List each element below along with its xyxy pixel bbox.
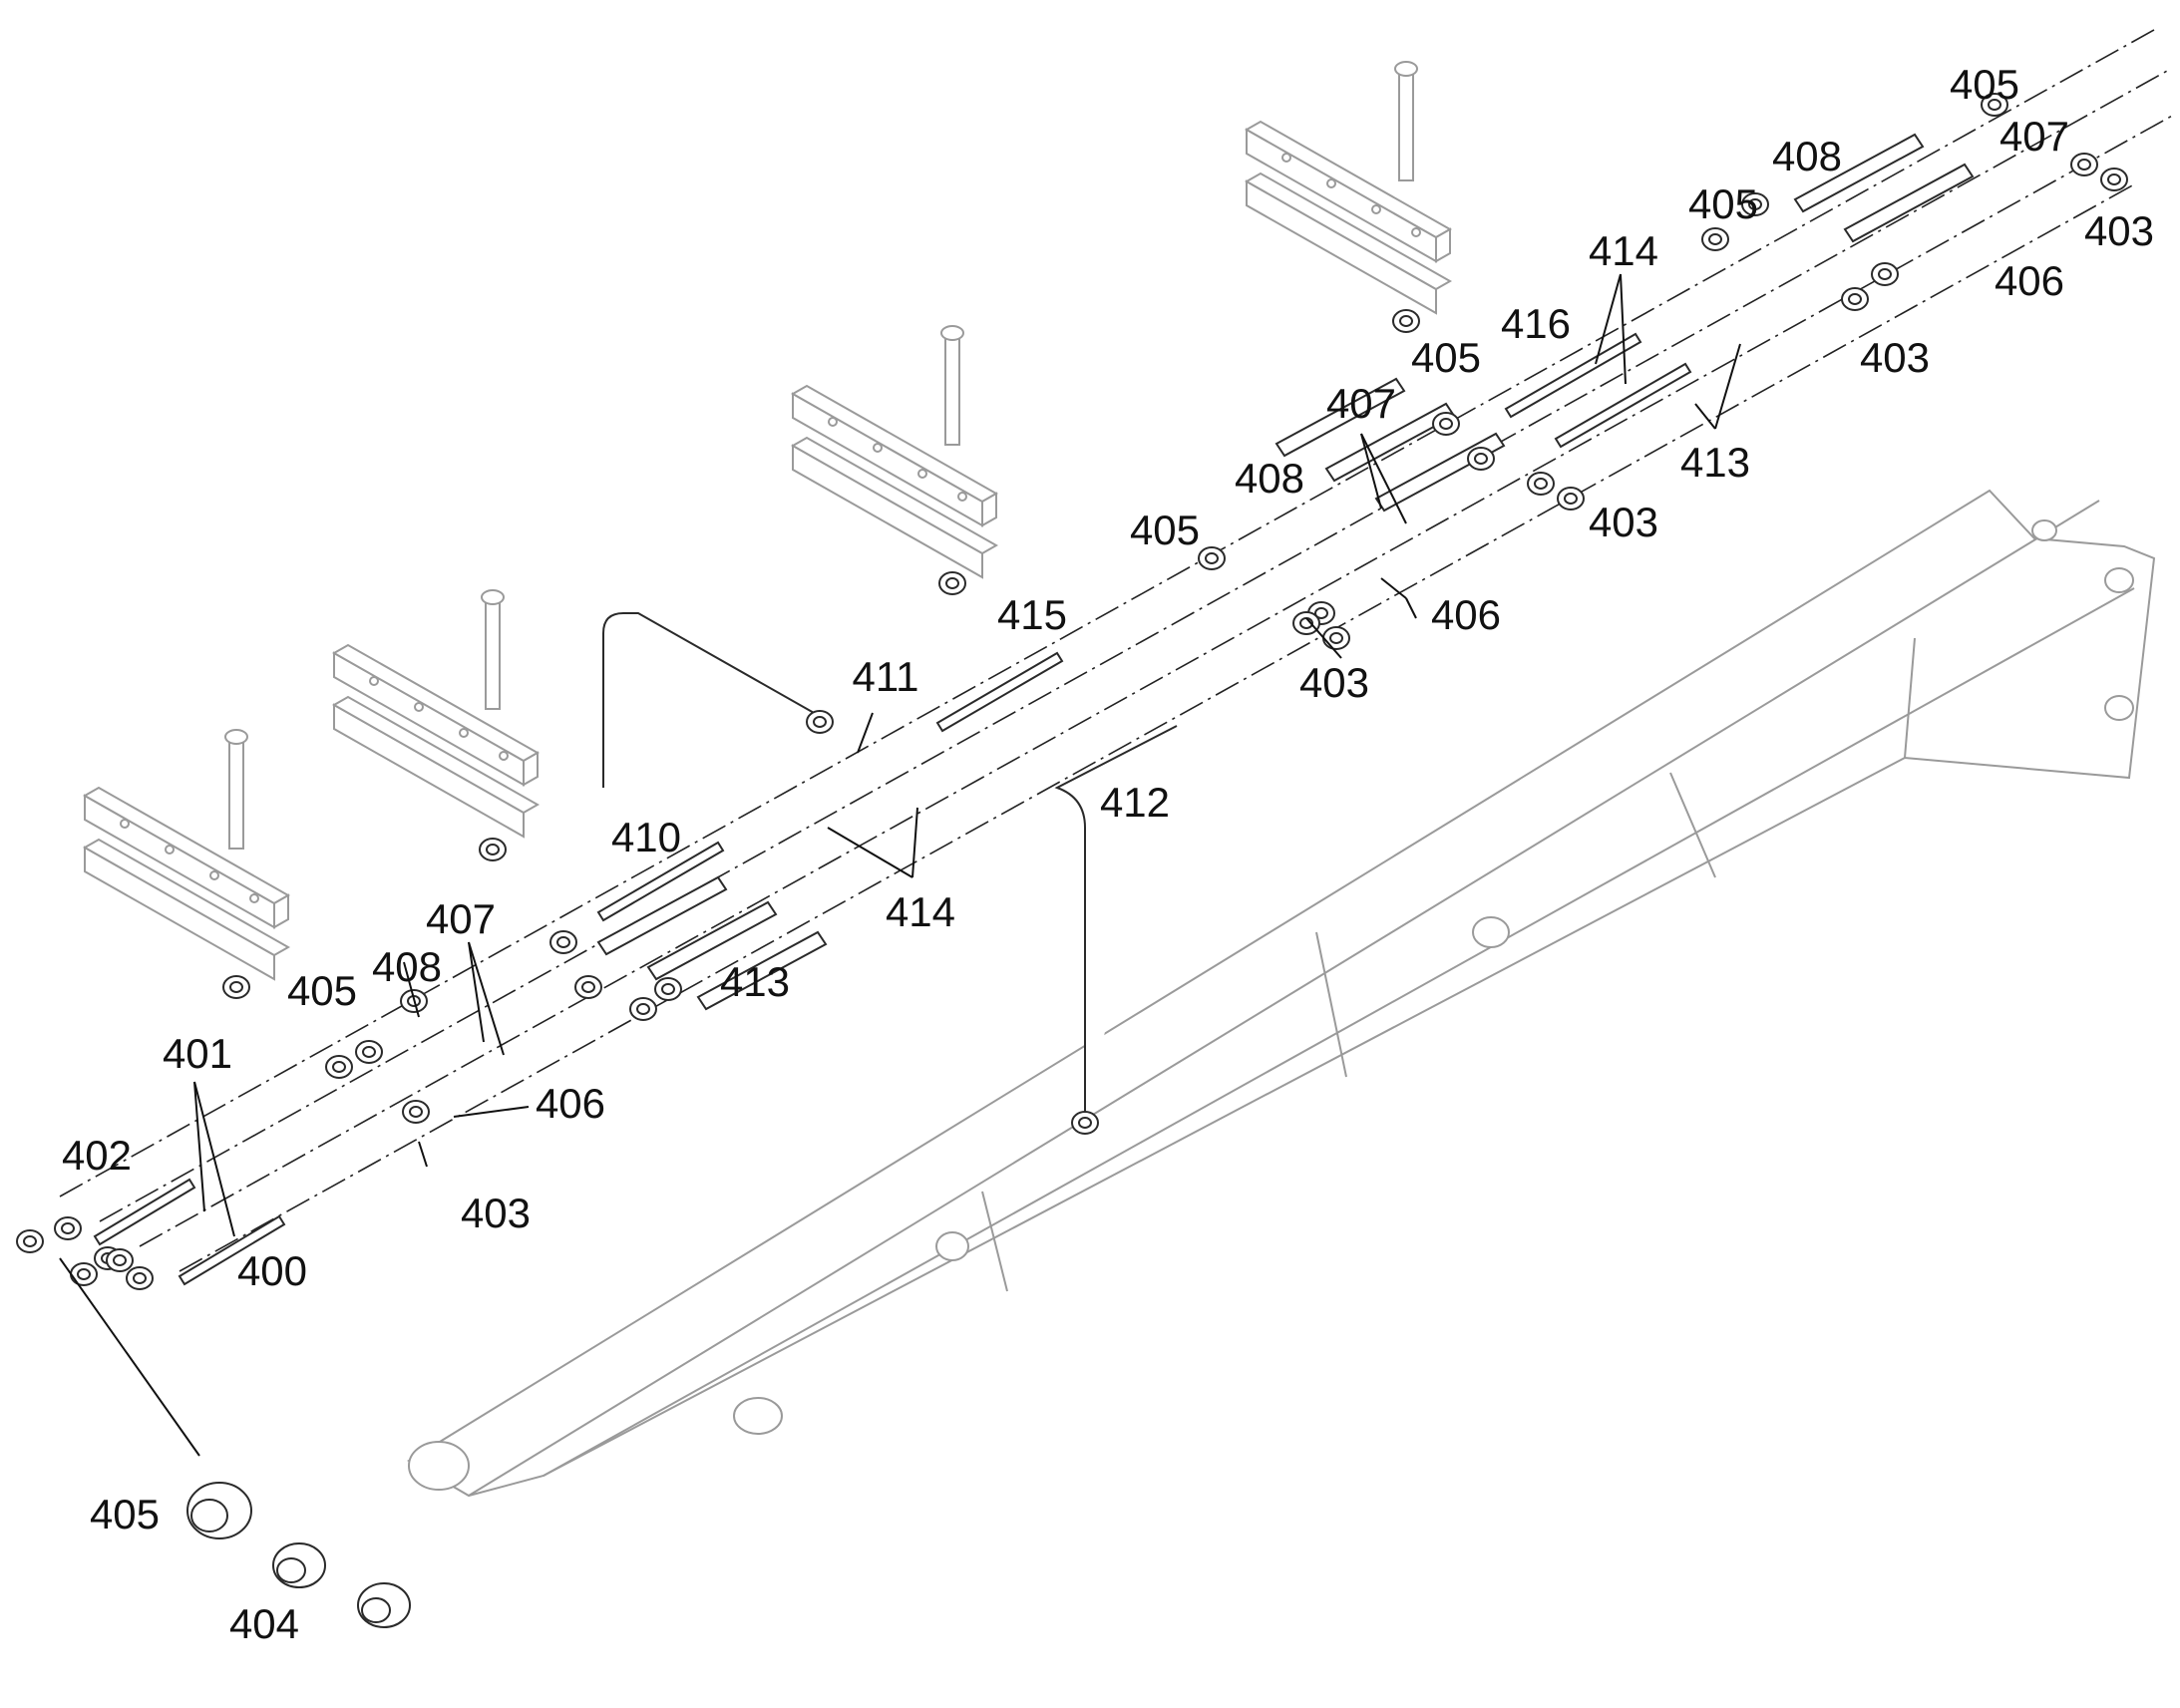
clamp-assembly-3 [792,325,997,595]
callout-411: 411 [853,653,919,700]
pipe-sections [596,133,1975,1011]
callout-403-b: 403 [1860,334,1930,381]
callout-413-a: 413 [1680,439,1750,486]
callout-402: 402 [62,1132,132,1179]
callout-403-e: 403 [461,1190,531,1236]
callout-414-b: 414 [886,888,955,935]
callout-415: 415 [997,591,1067,638]
callout-406-a: 406 [1995,257,2064,304]
clamp-assembly-1 [84,729,289,999]
callout-410: 410 [611,814,681,860]
pipe-lines [59,29,2175,1272]
callout-414-a: 414 [1589,227,1658,274]
clamp-assembly-2 [333,589,539,861]
callout-413-b: 413 [720,958,790,1005]
callout-408-a: 408 [1772,133,1842,179]
hoses [93,332,1692,1286]
callout-408-c: 408 [372,943,442,990]
callout-405-d: 405 [1130,507,1200,553]
callout-405-a: 405 [1950,61,2019,108]
callout-400: 400 [237,1247,307,1294]
callout-407-c: 407 [426,895,496,942]
callout-403-d: 403 [1299,659,1369,706]
callout-408-b: 408 [1235,455,1304,502]
callout-407-b: 407 [1326,380,1396,427]
callout-labels: 405 407 408 405 403 414 406 416 405 407 … [62,61,2154,1647]
enlarged-fittings [186,1482,411,1628]
callout-405-e: 405 [287,967,357,1014]
leader-lines [59,273,1741,1457]
callout-412: 412 [1100,779,1170,826]
callout-405-c: 405 [1411,334,1481,381]
bent-pipes [602,612,1178,1135]
clamp-assembly-4 [1246,61,1451,333]
callout-401: 401 [163,1030,232,1077]
boom-arm [407,489,2156,1498]
callout-406-b: 406 [1431,591,1501,638]
callout-403-c: 403 [1589,499,1658,545]
callout-404: 404 [229,1600,299,1647]
callout-407-a: 407 [1999,113,2069,160]
callout-416: 416 [1501,300,1571,347]
callout-406-c: 406 [536,1080,605,1127]
callout-405-f: 405 [90,1491,160,1537]
callout-405-b: 405 [1688,180,1758,227]
callout-403-a: 403 [2084,207,2154,254]
